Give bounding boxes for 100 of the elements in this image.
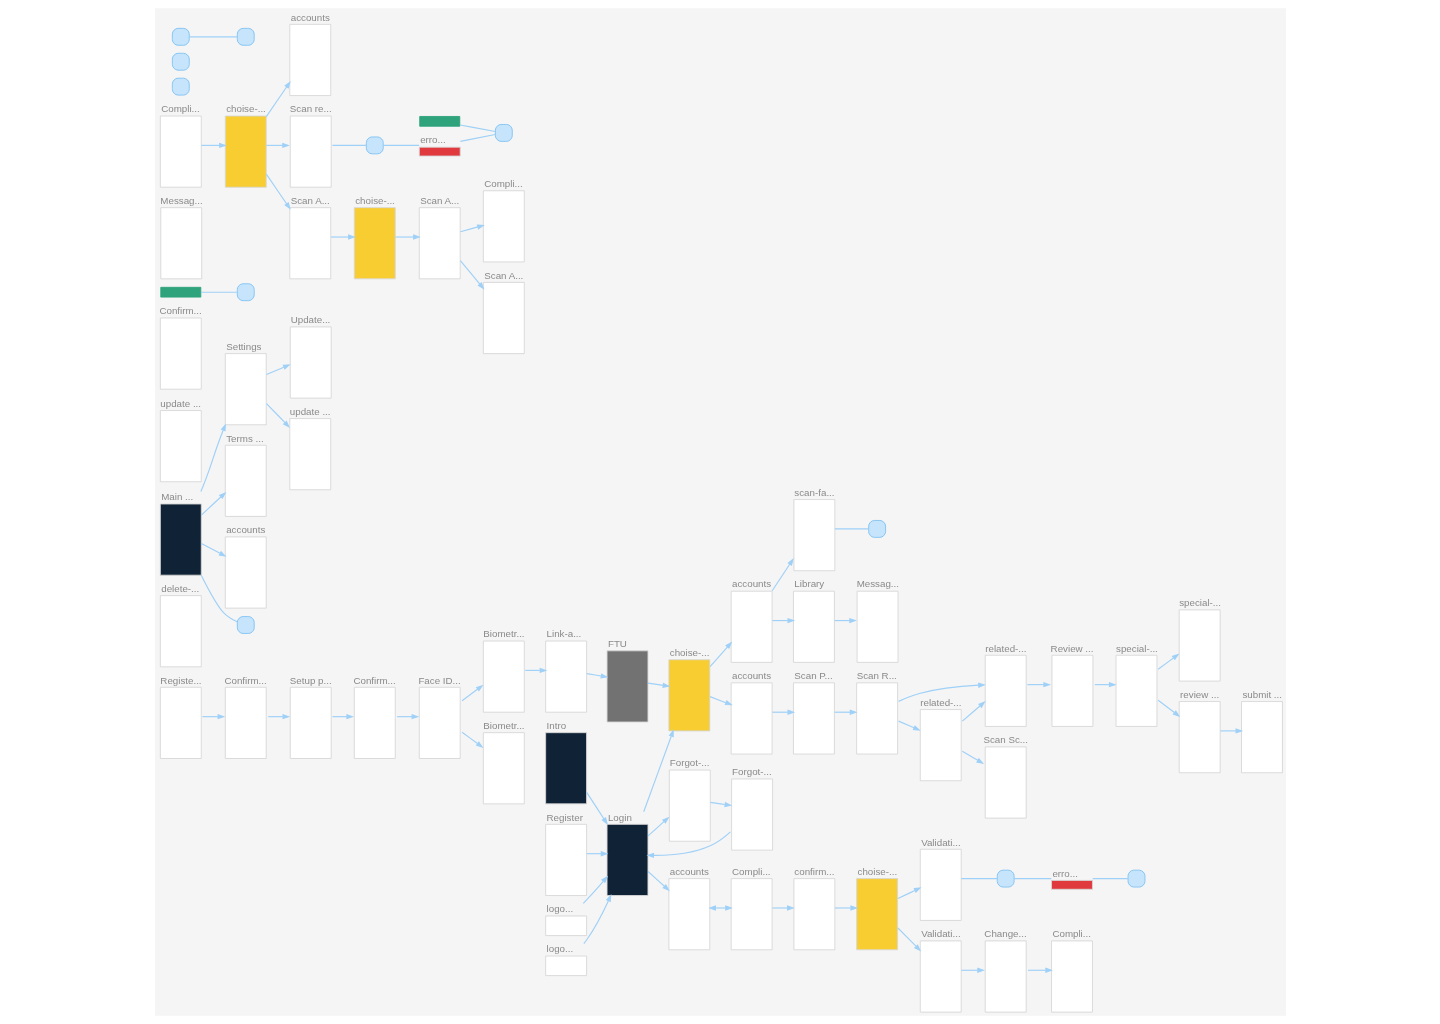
node-label: Main ... <box>160 491 193 503</box>
arrow <box>642 729 674 813</box>
node-label: Change... <box>983 928 1027 940</box>
arrow <box>582 894 611 945</box>
arrow <box>896 887 922 900</box>
node-label: update ... <box>159 397 201 409</box>
arrow <box>708 696 733 706</box>
node-label: related-... <box>984 642 1026 654</box>
arrow <box>200 543 227 557</box>
node-label: Biometr... <box>482 719 525 731</box>
arrow <box>897 720 921 731</box>
arrow <box>461 731 483 748</box>
arrow <box>199 423 226 493</box>
node-box <box>365 136 384 155</box>
node-label: Registe... <box>159 674 202 686</box>
arrow <box>582 875 608 904</box>
node-box <box>171 52 190 71</box>
arrow <box>833 905 858 911</box>
node-label: Scan A... <box>483 269 523 281</box>
arrow <box>708 641 732 668</box>
arrow <box>200 142 227 149</box>
arrow <box>394 234 421 240</box>
node-label: update ... <box>289 405 331 417</box>
arrow <box>647 816 669 837</box>
node-label: review ... <box>1179 688 1219 700</box>
node-label: Confirm... <box>158 305 202 317</box>
node-label: Validati... <box>920 928 961 940</box>
node-label: Login <box>607 811 632 823</box>
node-label: special-... <box>1178 597 1221 609</box>
node-label: Compli... <box>483 178 523 190</box>
arrow <box>1157 699 1180 717</box>
node-label: Compli... <box>731 865 771 877</box>
arrow <box>585 673 608 679</box>
arrow <box>1219 728 1243 734</box>
arrow <box>459 224 485 233</box>
node-label: Register <box>546 811 583 823</box>
node-label: Messag... <box>159 194 203 206</box>
node-label: Intro <box>546 719 566 731</box>
arrow <box>647 682 670 688</box>
arrow <box>265 173 291 210</box>
connector <box>960 878 998 880</box>
connector <box>458 124 496 133</box>
arrow <box>961 701 986 722</box>
node-label: Scan Sc... <box>982 734 1028 746</box>
node-label: Setup p... <box>289 674 332 686</box>
node-box <box>236 27 255 46</box>
node-label: confirm... <box>793 865 835 877</box>
connector <box>188 36 238 38</box>
connector <box>1013 878 1052 880</box>
connector <box>199 291 238 293</box>
arrow <box>200 491 226 516</box>
node-box <box>171 27 190 46</box>
node-label: accounts <box>290 11 330 23</box>
connector <box>459 133 496 142</box>
node-box <box>236 616 255 634</box>
node-label: logo... <box>546 903 573 915</box>
arrow <box>265 364 291 376</box>
node-label: Review ... <box>1050 642 1094 654</box>
node-label: Compli... <box>160 103 200 115</box>
arrow <box>329 234 356 240</box>
node-label: special-... <box>1115 642 1158 654</box>
connector <box>382 144 420 146</box>
node-label: Scan P... <box>793 670 833 682</box>
connector <box>1091 878 1128 880</box>
node-box <box>236 283 255 302</box>
node-label: submit ... <box>1241 688 1282 700</box>
node-label: Face ID... <box>417 674 461 686</box>
node-label: Update... <box>290 314 330 326</box>
node-label: FTU <box>607 638 627 650</box>
node-label: erro... <box>1051 867 1078 879</box>
arrow <box>897 682 986 702</box>
node-label: Settings <box>225 340 261 352</box>
connector <box>200 574 238 623</box>
node-label: choise-... <box>669 646 709 658</box>
arrow <box>771 905 795 911</box>
arrow <box>961 750 984 764</box>
node-label: Confirm... <box>352 674 396 686</box>
node-label: choise-... <box>225 103 266 115</box>
connector <box>833 528 869 530</box>
node-label: Scan A... <box>419 194 459 206</box>
node-label: logo... <box>546 943 573 955</box>
node-label: related-... <box>919 696 962 708</box>
node-box <box>171 77 190 96</box>
node-label: Scan A... <box>290 194 330 206</box>
node-box <box>1127 869 1145 888</box>
node-bar <box>418 116 460 127</box>
node-label: Confirm... <box>223 674 267 686</box>
node-label: delete-... <box>160 582 199 594</box>
node-label: accounts <box>669 865 709 877</box>
node-box <box>867 520 886 538</box>
arrow <box>265 402 290 428</box>
node-box <box>996 869 1015 888</box>
node-label: scan-fa... <box>793 486 835 498</box>
node-label: Terms ... <box>225 432 264 444</box>
node-label: accounts <box>731 578 771 590</box>
node-label: Forgot-... <box>731 766 772 778</box>
node-label: Forgot-... <box>669 757 709 769</box>
node-label: Library <box>793 578 824 590</box>
arrow <box>645 831 731 858</box>
arrow <box>585 791 608 825</box>
